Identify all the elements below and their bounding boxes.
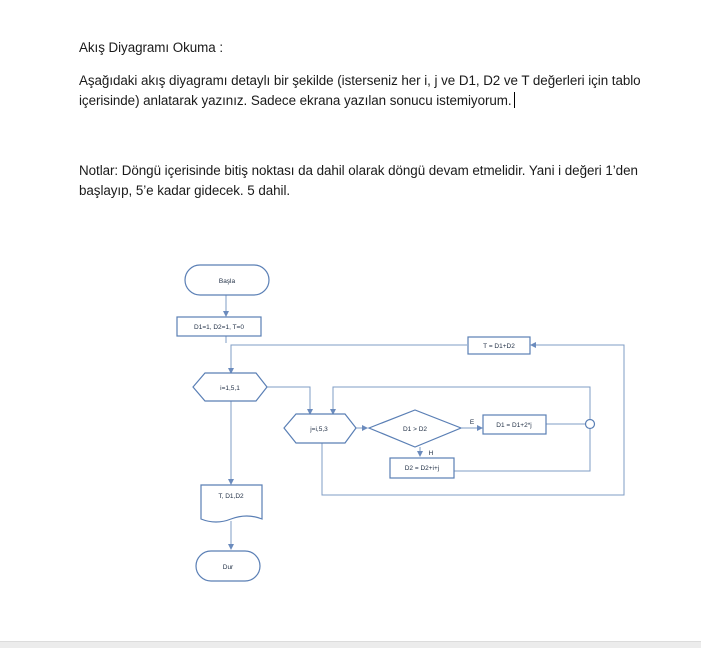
text-cursor	[513, 92, 515, 108]
connector-join-to-j	[330, 386, 591, 419]
i-loop-label: i=1,5,1	[220, 385, 240, 392]
j-loop-hexagon	[283, 413, 357, 444]
d2-process	[389, 457, 455, 479]
connector-j-to-t	[321, 342, 625, 496]
condition-label: D1 > D2	[403, 426, 427, 433]
start-label: Başla	[219, 278, 236, 285]
t-process	[467, 336, 531, 355]
output-label: T, D1,D2	[218, 493, 244, 500]
connector-t-to-i	[228, 344, 467, 374]
connector-d2-join	[454, 429, 591, 472]
d1-label: D1 = D1+2*j	[496, 422, 531, 429]
init-process	[176, 316, 262, 337]
no-branch-label: H	[429, 450, 434, 457]
question-paragraph: Aşağıdaki akış diyagramı detaylı bir şek…	[79, 71, 679, 111]
yes-branch-label: E	[470, 419, 475, 426]
end-label: Dur	[223, 564, 234, 571]
i-loop-hexagon	[192, 372, 268, 402]
question-text: Aşağıdaki akış diyagramı detaylı bir şek…	[79, 73, 641, 108]
join-connector	[584, 418, 596, 430]
connector-i-to-j	[266, 386, 313, 415]
j-loop-label: j=i,5,3	[309, 426, 328, 433]
output-document	[200, 484, 263, 523]
t-label: T = D1+D2	[483, 343, 515, 350]
end-terminal	[195, 550, 261, 582]
d2-label: D2 = D2+i+j	[405, 465, 440, 472]
notes-paragraph: Notlar: Döngü içerisinde bitiş noktası d…	[79, 163, 638, 198]
document-heading: Akış Diyagramı Okuma :	[79, 40, 224, 55]
init-label: D1=1, D2=1, T=0	[194, 324, 244, 331]
page-bottom-edge	[0, 641, 701, 648]
d1-process	[482, 414, 547, 435]
condition-diamond	[367, 409, 463, 448]
start-terminal	[184, 264, 270, 296]
